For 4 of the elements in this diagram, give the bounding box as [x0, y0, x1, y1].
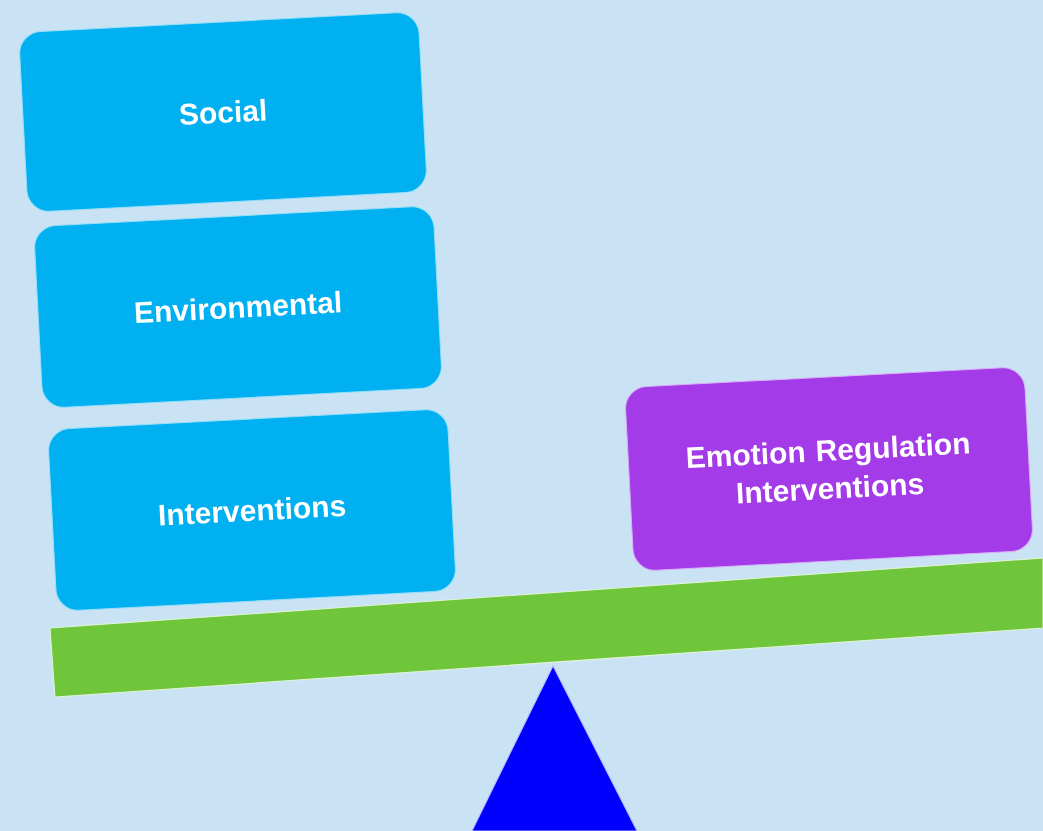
stacked-box: Social: [19, 12, 427, 212]
stacked-box: Environmental: [34, 206, 442, 408]
emotion-regulation-box: Emotion Regulation Interventions: [625, 367, 1033, 571]
stacked-box: Interventions: [48, 409, 456, 611]
